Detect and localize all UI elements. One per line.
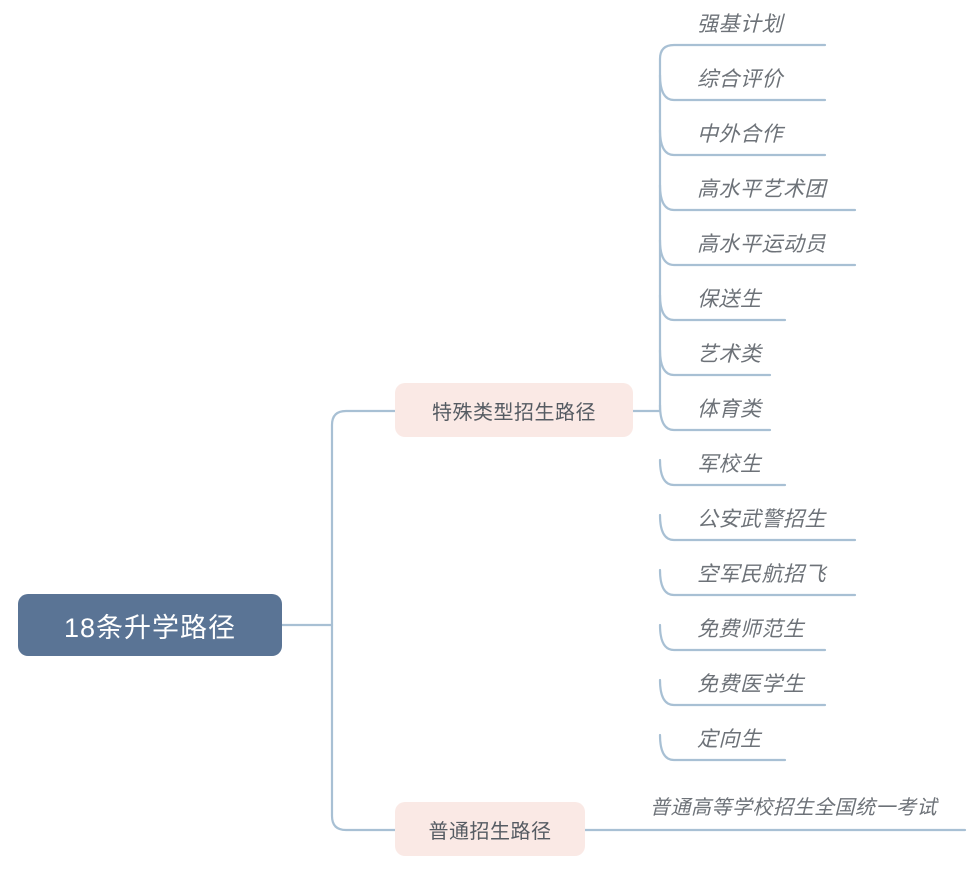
leaf-node-gaoshuipingyundongyuan[interactable]: 高水平运动员 [697, 233, 826, 256]
node-root[interactable]: 18条升学路径 [18, 594, 282, 656]
leaf-node-mianfeiyixuesheng[interactable]: 免费医学生 [697, 673, 805, 696]
edge-root-to-normal [330, 623, 397, 832]
leaf-node-baosongsheng[interactable]: 保送生 [697, 288, 762, 311]
node-branch-normal[interactable]: 普通招生路径 [395, 802, 585, 856]
node-branch-normal-label: 普通招生路径 [428, 820, 552, 843]
edge-root-to-special [330, 409, 397, 627]
node-branch-special[interactable]: 特殊类型招生路径 [395, 383, 633, 437]
node-branch-special-label: 特殊类型招生路径 [432, 401, 596, 424]
leaf-node-zhongwaihezuo[interactable]: 中外合作 [697, 123, 783, 146]
leaf-node-gaoshuipingyishutuan[interactable]: 高水平艺术团 [697, 178, 826, 201]
leaf-node-yishulei[interactable]: 艺术类 [697, 343, 762, 366]
leaf-node-zonghepingjia[interactable]: 综合评价 [697, 68, 783, 91]
leaf-node-gaokao[interactable]: 普通高等学校招生全国统一考试 [650, 797, 937, 819]
leaf-node-mianfeishifansheng[interactable]: 免费师范生 [697, 618, 805, 641]
leaf-node-junxiaosheng[interactable]: 军校生 [697, 453, 762, 476]
leaf-node-tiyulei[interactable]: 体育类 [697, 398, 762, 421]
leaf-node-gonganwujingzhaosheng[interactable]: 公安武警招生 [697, 508, 826, 531]
node-root-label: 18条升学路径 [63, 612, 237, 643]
leaf-node-kongjunminhangzhaofei[interactable]: 空军民航招飞 [697, 563, 826, 586]
leaf-node-dingxiangsheng[interactable]: 定向生 [697, 728, 762, 751]
leaf-node-qiangji[interactable]: 强基计划 [697, 13, 783, 36]
